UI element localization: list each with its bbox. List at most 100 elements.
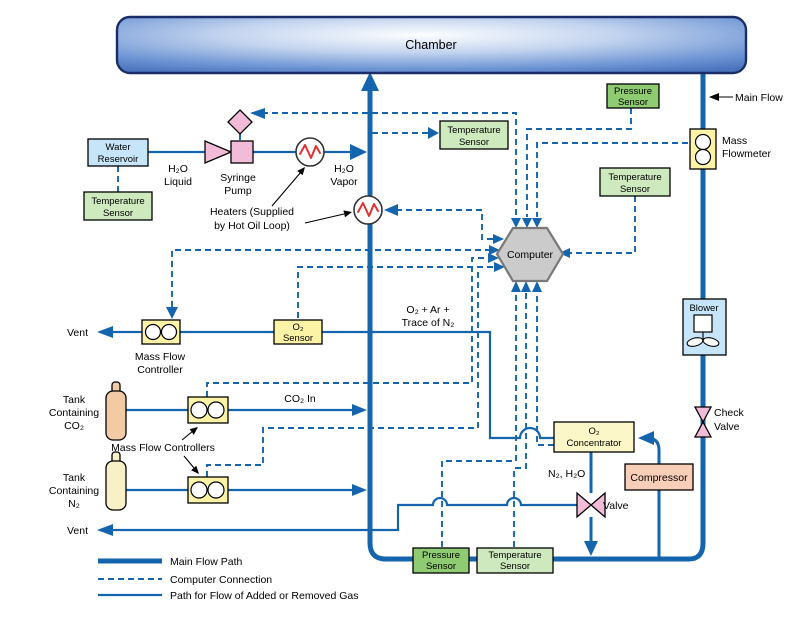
h2o-vapor-arrow — [350, 144, 367, 160]
arrow-computer-bottom-3 — [532, 281, 542, 292]
mfc-co2-dial-1 — [190, 401, 208, 419]
compressor — [624, 463, 694, 491]
mfc-vent-label: Mass Flow — [135, 351, 186, 363]
heater-icon-1 — [295, 137, 325, 167]
water-reservoir-label2: Reservoir — [98, 154, 139, 165]
n2-in-arrow — [352, 484, 367, 496]
tank-n2-label: Tank — [63, 472, 86, 484]
arrow-into-heater — [384, 204, 398, 216]
arrow-computer-top-1 — [511, 218, 521, 228]
mfcs-arrow-2 — [183, 455, 195, 469]
arrow-computer-top-3 — [532, 218, 542, 228]
temperature-sensor-bottom — [476, 547, 554, 574]
mass-flowmeter-dial-1 — [694, 133, 712, 151]
gas-mix-label: O₂ + Ar + — [406, 304, 449, 316]
o2-concentrator — [553, 421, 635, 453]
temperature-sensor-reservoir — [83, 191, 153, 221]
mfc-vent-dial-2 — [160, 323, 178, 341]
tank-n2-label2: Containing — [49, 485, 99, 497]
temp-sensor-vapor-label: Temperature — [447, 125, 500, 136]
tempright-computer-link — [570, 196, 636, 254]
vent-bottom-arrow — [97, 524, 113, 536]
mfcs-arrowhead-1 — [189, 427, 198, 435]
vent-mid-label: Vent — [67, 327, 88, 339]
legend-added-gas-label: Path for Flow of Added or Removed Gas — [170, 590, 359, 602]
co2-in-arrow — [352, 404, 367, 416]
tank-co2-label2: Containing — [49, 407, 99, 419]
heaters-note-arrowhead-1 — [297, 167, 305, 176]
syringe-pump-label: Syringe — [220, 172, 256, 184]
syringe-pump-controller-icon — [227, 109, 253, 135]
heater-coil-2 — [357, 202, 379, 217]
arrow-computer-left-3 — [488, 253, 499, 263]
mass-flowmeter-label2: Flowmeter — [722, 148, 772, 160]
check-valve-label: Check — [714, 407, 745, 419]
tank-co2-label: Tank — [63, 394, 86, 406]
arrow-computer-top-2 — [522, 218, 532, 228]
compressor-line — [641, 436, 661, 559]
pressure-sensor-bottom-label: Pressure — [422, 550, 460, 561]
n2-tank — [105, 460, 127, 511]
syringe-pump-label2: Pump — [224, 185, 252, 197]
arrow-computer-right — [559, 248, 570, 258]
heater-computer-link — [386, 209, 493, 240]
syringe-pump-body-icon — [230, 140, 254, 164]
temp-sensor-label: Temperature — [91, 196, 144, 207]
temperature-sensor-vapor — [439, 120, 509, 150]
arrow-computer-left-1 — [493, 234, 504, 244]
vent-bottom-label: Vent — [67, 525, 88, 537]
temp-sensor-bottom-label2: Sensor — [500, 561, 530, 572]
check-valve-icon-top — [693, 406, 713, 424]
mfcs-label: Mass Flow Controllers — [111, 442, 215, 454]
temp-sensor-right-label2: Sensor — [620, 184, 650, 195]
main-flow-into-chamber-arrow — [361, 72, 379, 91]
syringe-computer-link — [252, 112, 517, 217]
tank-co2-label3: CO₂ — [64, 420, 84, 432]
mfc-computer-link — [171, 249, 489, 317]
o2-concentrator-label2: Concentrator — [567, 438, 622, 449]
pressure-top-computer-link — [526, 108, 632, 217]
h2o-liquid-label: H₂O — [168, 163, 188, 175]
concentrator-computer-link — [536, 292, 554, 446]
valve-down-arrow — [584, 541, 598, 556]
blower-label: Blower — [689, 303, 718, 314]
temp-sensor-right-label: Temperature — [608, 172, 661, 183]
arrow-computer-bottom-2 — [521, 281, 531, 292]
heaters-note-arrow-1 — [271, 171, 302, 207]
h2o-vapor-label: H₂O — [334, 163, 354, 175]
syringe-pump-triangle-icon — [204, 140, 233, 164]
chamber-label: Chamber — [405, 38, 456, 52]
heater-icon-2 — [353, 195, 383, 225]
vent-mid-arrow — [97, 326, 113, 338]
mfcs-arrow-1 — [181, 430, 194, 441]
co2-tank — [105, 390, 127, 441]
pressure-sensor-top-label2: Sensor — [618, 97, 648, 108]
chamber — [115, 15, 748, 75]
mfc-vent-label2: Controller — [137, 364, 183, 376]
pressure-sensor-bottom — [412, 547, 470, 574]
temp-sensor-label2: Sensor — [103, 208, 133, 219]
h2o-liquid-label2: Liquid — [164, 176, 192, 188]
mfc-co2-dial-2 — [207, 401, 225, 419]
n2-h2o-label: N₂, H₂O — [548, 468, 585, 480]
mfc-n2-dial-2 — [207, 481, 225, 499]
arrow-into-mfc — [166, 307, 178, 319]
heaters-note2: by Hot Oil Loop) — [214, 220, 290, 232]
heater-coil-1 — [299, 144, 321, 159]
o2-sensor — [273, 319, 323, 345]
blower-motor-icon — [693, 314, 713, 333]
valve-icon-left — [576, 491, 592, 519]
computer-label: Computer — [507, 249, 554, 261]
check-valve-label2: Valve — [714, 421, 740, 433]
compressor-label: Compressor — [630, 472, 688, 484]
pressure-sensor-top-label: Pressure — [614, 86, 652, 97]
mfcs-arrowhead-2 — [191, 465, 199, 474]
temp-sensor-bottom-label: Temperature — [488, 550, 541, 561]
flowmeter-computer-link — [536, 142, 688, 217]
main-flow-label: Main Flow — [735, 92, 783, 104]
o2-concentrator-label: O₂ — [588, 426, 599, 437]
arrow-computer-left-2 — [489, 245, 500, 255]
heaters-note-arrowhead-2 — [343, 210, 352, 218]
check-valve-icon-bottom — [693, 420, 713, 438]
